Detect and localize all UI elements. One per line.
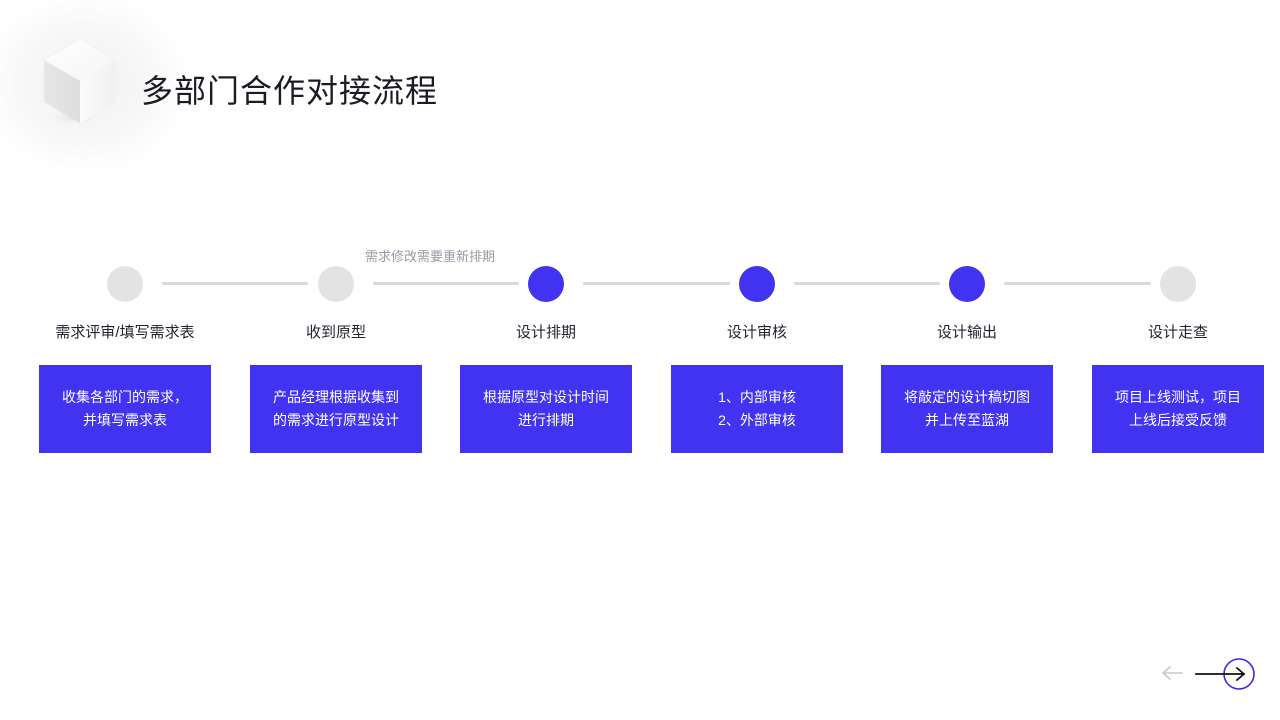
timeline-node-5[interactable] [949, 266, 985, 302]
step-card-text-6: 项目上线测试，项目 上线后接受反馈 [1115, 389, 1241, 428]
timeline-node-3[interactable] [528, 266, 564, 302]
cube-3d-icon [40, 35, 120, 129]
timeline-node-2[interactable] [318, 266, 354, 302]
step-card-text-3: 根据原型对设计时间 进行排期 [483, 389, 609, 428]
step-column-1: 需求评审/填写需求表 收集各部门的需求， 并填写需求表 [39, 322, 211, 453]
connector-4-5 [794, 282, 940, 285]
step-label-2: 收到原型 [305, 324, 366, 341]
arrow-left-icon[interactable] [1160, 662, 1190, 684]
step-card-text-5: 将敲定的设计稿切图 并上传至蓝湖 [904, 389, 1030, 428]
step-label-3: 设计排期 [515, 324, 576, 341]
step-column-6: 设计走查 项目上线测试，项目 上线后接受反馈 [1092, 322, 1264, 453]
step-card-text-4: 1、内部审核 2、外部审核 [718, 389, 796, 428]
step-label-5: 设计输出 [936, 324, 997, 341]
step-card-text-2: 产品经理根据收集到 的需求进行原型设计 [273, 389, 399, 428]
step-card-1[interactable]: 收集各部门的需求， 并填写需求表 [39, 365, 211, 453]
step-card-3[interactable]: 根据原型对设计时间 进行排期 [460, 365, 632, 453]
timeline-node-4[interactable] [739, 266, 775, 302]
step-card-5[interactable]: 将敲定的设计稿切图 并上传至蓝湖 [881, 365, 1053, 453]
timeline-node-1[interactable] [107, 266, 143, 302]
step-column-2: 收到原型 产品经理根据收集到 的需求进行原型设计 [250, 322, 422, 453]
connector-1-2 [162, 282, 308, 285]
step-column-3: 设计排期 根据原型对设计时间 进行排期 [460, 322, 632, 453]
step-label-6: 设计走查 [1147, 324, 1208, 341]
connector-5-6 [1004, 282, 1151, 285]
step-card-2[interactable]: 产品经理根据收集到 的需求进行原型设计 [250, 365, 422, 453]
step-column-5: 设计输出 将敲定的设计稿切图 并上传至蓝湖 [881, 322, 1053, 453]
timeline-node-6[interactable] [1160, 266, 1196, 302]
connector-2-3 [373, 282, 519, 285]
connector-3-4 [583, 282, 730, 285]
step-card-text-1: 收集各部门的需求， 并填写需求表 [62, 389, 188, 428]
timeline-annotation: 需求修改需要重新排期 [365, 249, 496, 264]
slide-navigation [1150, 652, 1260, 696]
arrow-right-icon[interactable] [1194, 655, 1258, 693]
step-card-4[interactable]: 1、内部审核 2、外部审核 [671, 365, 843, 453]
page-title: 多部门合作对接流程 [141, 73, 439, 109]
step-column-4: 设计审核 1、内部审核 2、外部审核 [671, 322, 843, 453]
step-card-6[interactable]: 项目上线测试，项目 上线后接受反馈 [1092, 365, 1264, 453]
step-label-4: 设计审核 [726, 324, 787, 341]
step-label-1: 需求评审/填写需求表 [55, 324, 195, 341]
